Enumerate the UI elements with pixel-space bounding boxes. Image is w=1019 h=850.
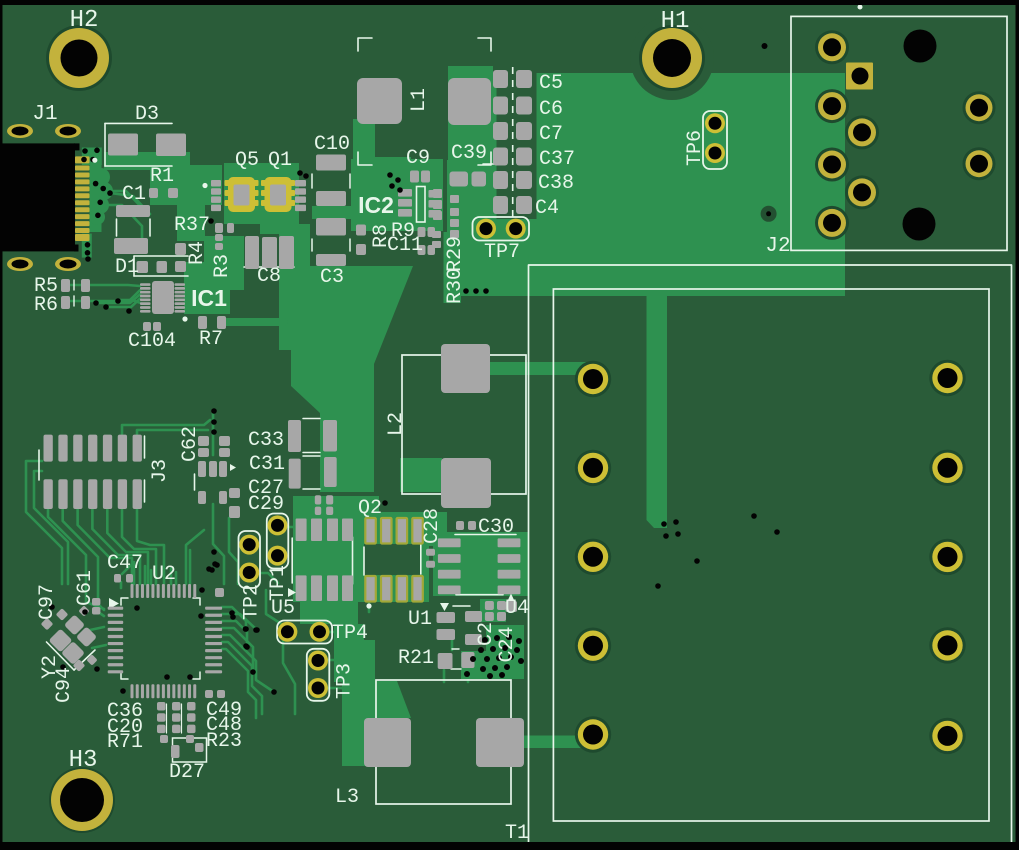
svg-text:D27: D27	[169, 761, 205, 784]
svg-text:R8: R8	[370, 224, 393, 248]
svg-text:C97: C97	[36, 584, 59, 620]
svg-text:R7: R7	[199, 328, 223, 351]
svg-text:R6: R6	[34, 294, 58, 317]
svg-text:U5: U5	[271, 597, 295, 620]
svg-text:D1: D1	[115, 256, 139, 279]
svg-text:C61: C61	[74, 570, 97, 606]
svg-text:R29: R29	[444, 236, 467, 272]
svg-text:C94: C94	[53, 667, 76, 703]
svg-text:C4: C4	[535, 197, 559, 220]
svg-text:C7: C7	[539, 123, 563, 146]
svg-text:H1: H1	[661, 8, 690, 35]
svg-text:Y2: Y2	[39, 655, 62, 679]
svg-text:TP1: TP1	[267, 565, 290, 601]
svg-text:H3: H3	[69, 747, 98, 774]
svg-text:C8: C8	[257, 265, 281, 288]
svg-text:R9: R9	[391, 220, 415, 243]
svg-text:R4: R4	[186, 241, 209, 265]
svg-text:L3: L3	[335, 786, 359, 809]
svg-text:L1: L1	[408, 88, 431, 112]
svg-text:TP6: TP6	[684, 130, 707, 166]
svg-text:TP2: TP2	[241, 584, 264, 620]
svg-text:R5: R5	[34, 275, 58, 298]
svg-text:C29: C29	[248, 493, 284, 516]
svg-text:J1: J1	[32, 103, 57, 126]
svg-text:C28: C28	[421, 508, 444, 544]
svg-text:R30: R30	[444, 268, 467, 304]
svg-text:C36: C36	[107, 700, 143, 723]
svg-text:J2: J2	[765, 235, 790, 258]
svg-text:C37: C37	[539, 148, 575, 171]
svg-text:C5: C5	[539, 72, 563, 95]
svg-text:TP3: TP3	[334, 663, 357, 699]
svg-text:C47: C47	[107, 552, 143, 575]
svg-text:R71: R71	[107, 731, 143, 754]
svg-text:Q1: Q1	[268, 149, 292, 172]
svg-text:C6: C6	[539, 98, 563, 121]
svg-text:R3: R3	[211, 254, 234, 278]
svg-text:C30: C30	[478, 516, 514, 539]
svg-text:Q5: Q5	[235, 149, 259, 172]
svg-text:C10: C10	[314, 133, 350, 156]
svg-text:R37: R37	[174, 214, 210, 237]
svg-text:R1: R1	[150, 165, 174, 188]
svg-text:U1: U1	[408, 608, 432, 631]
svg-text:C11: C11	[387, 234, 423, 257]
svg-text:U4: U4	[505, 597, 529, 620]
svg-text:C9: C9	[406, 147, 430, 170]
svg-text:TP7: TP7	[484, 241, 520, 264]
svg-text:C104: C104	[128, 330, 176, 353]
svg-text:IC2: IC2	[358, 192, 394, 218]
svg-text:C3: C3	[320, 266, 344, 289]
svg-text:C48: C48	[206, 714, 242, 737]
svg-text:IC1: IC1	[191, 285, 227, 311]
svg-text:C39: C39	[451, 142, 487, 165]
svg-text:C24: C24	[496, 626, 519, 662]
svg-text:C1: C1	[122, 183, 146, 206]
svg-text:C2: C2	[475, 622, 498, 646]
svg-text:U2: U2	[152, 563, 176, 586]
svg-text:L2: L2	[385, 412, 408, 436]
svg-text:C38: C38	[538, 172, 574, 195]
svg-text:C31: C31	[249, 453, 285, 476]
svg-text:C49: C49	[206, 699, 242, 722]
svg-text:D3: D3	[135, 103, 159, 126]
svg-text:C33: C33	[248, 429, 284, 452]
svg-text:C27: C27	[248, 477, 284, 500]
svg-text:C20: C20	[107, 716, 143, 739]
svg-text:R21: R21	[398, 647, 434, 670]
svg-text:J3: J3	[149, 459, 172, 483]
svg-text:C62: C62	[179, 426, 202, 462]
svg-text:TP4: TP4	[332, 622, 368, 645]
svg-text:H2: H2	[70, 7, 99, 34]
svg-text:R23: R23	[206, 730, 242, 753]
svg-text:T1: T1	[505, 822, 529, 845]
svg-text:Q2: Q2	[358, 497, 382, 520]
